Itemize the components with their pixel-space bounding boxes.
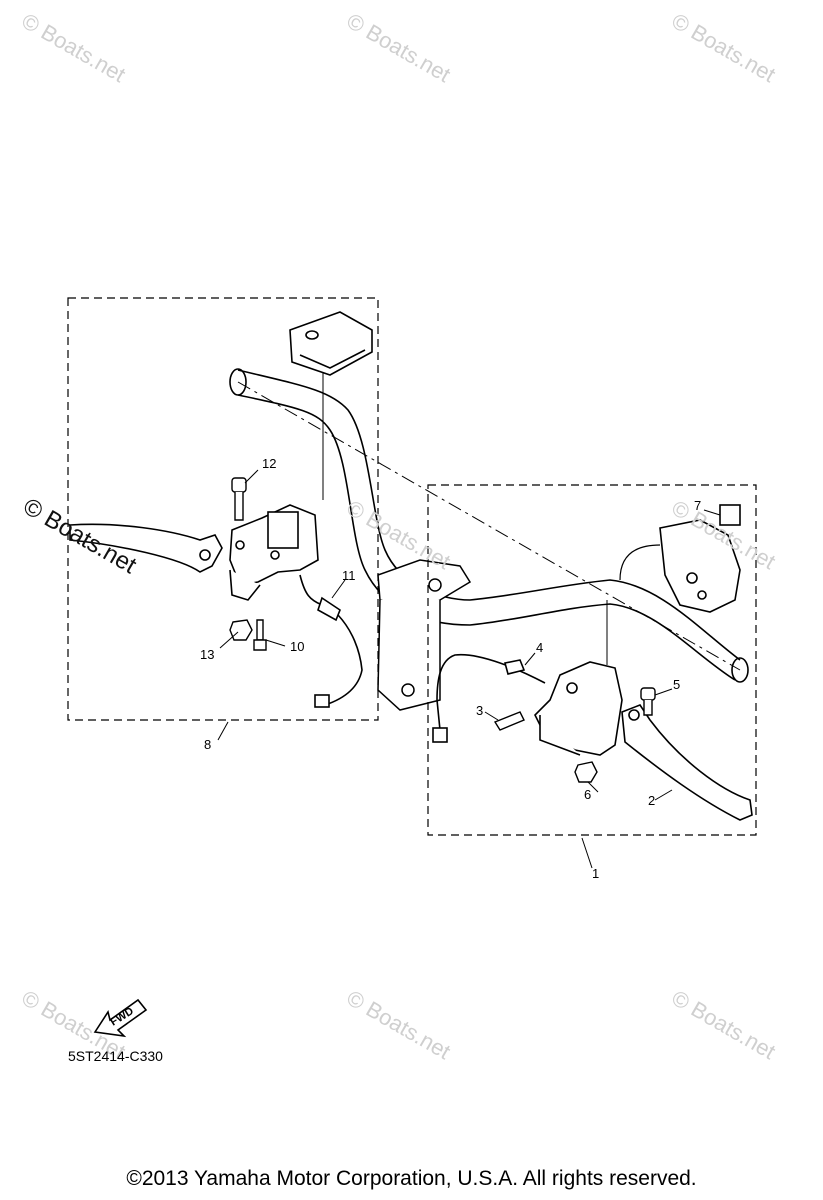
nut-13 [229, 619, 253, 641]
bolt-12 [231, 477, 247, 521]
callout-10: 10 [290, 639, 305, 654]
callout-6: 6 [584, 787, 592, 802]
cable-4 [432, 653, 546, 743]
callout-7: 7 [694, 498, 702, 513]
callout-4: 4 [536, 640, 544, 655]
left-assembly-box [67, 297, 379, 721]
callout-8: 8 [204, 737, 212, 752]
callout-2: 2 [648, 793, 656, 808]
callout-11: 11 [342, 568, 356, 583]
left-lever-holder [229, 504, 319, 601]
right-switch [659, 504, 741, 613]
right-assembly-box [427, 484, 757, 836]
left-switch-cover [289, 311, 373, 376]
callout-1: 1 [592, 866, 600, 881]
callout-13: 13 [200, 647, 215, 662]
callout-5: 5 [673, 677, 681, 692]
left-lever [69, 523, 223, 573]
right-lever [621, 704, 753, 821]
leader-lines [217, 469, 721, 869]
fwd-arrow-icon [93, 998, 148, 1038]
cable-11 [299, 574, 363, 708]
right-lever-holder [534, 661, 623, 756]
callout-12: 12 [262, 456, 277, 471]
screw-3 [493, 711, 525, 731]
bolt-5 [640, 687, 656, 716]
bolt-10 [253, 619, 267, 651]
callout-3: 3 [476, 703, 484, 718]
drawing-code: 5ST2414-C330 [68, 1048, 163, 1064]
handlebar-clamp [377, 559, 472, 711]
nut-6 [574, 761, 598, 783]
copyright-notice: ©2013 Yamaha Motor Corporation, U.S.A. A… [126, 1167, 697, 1190]
